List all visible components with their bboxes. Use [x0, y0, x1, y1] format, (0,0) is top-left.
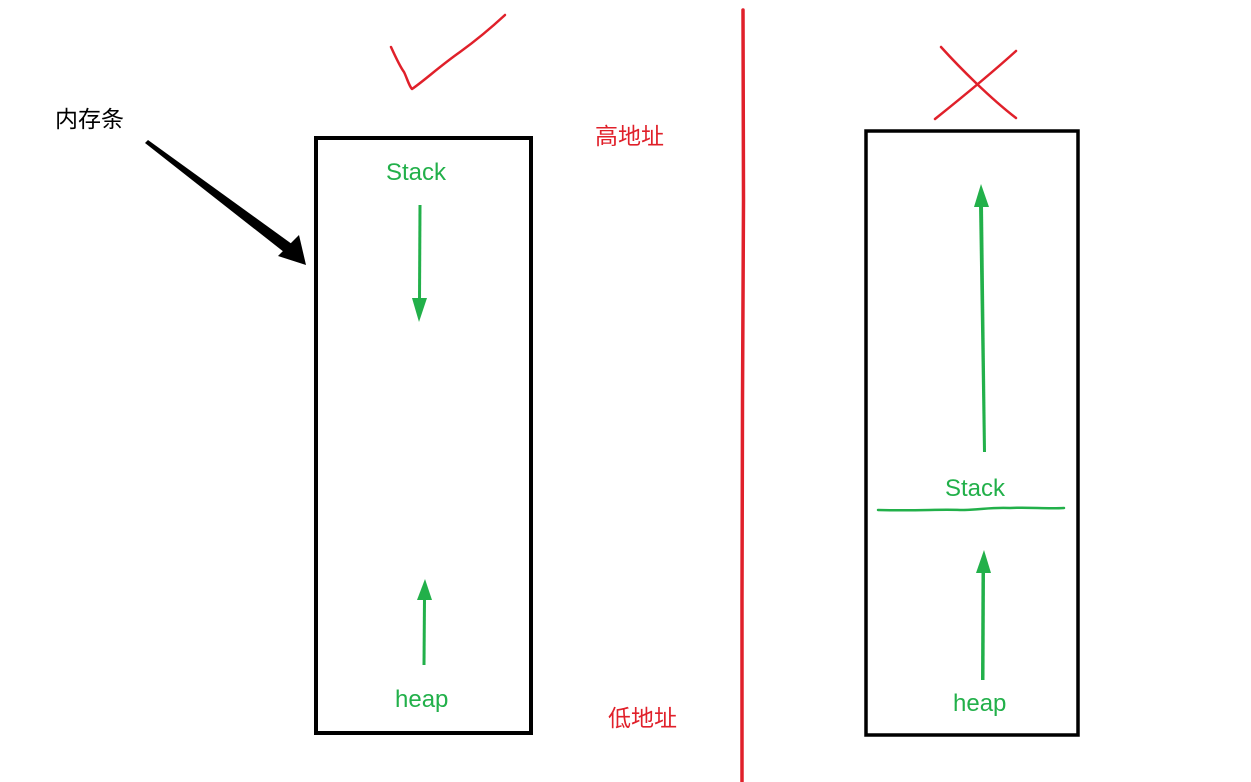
high-address-label: 高地址 — [595, 124, 664, 150]
wrong-stack-arrow-up-icon — [974, 184, 989, 452]
correct-stack-label: Stack — [386, 159, 447, 186]
correct-stack-arrow-down-icon — [412, 205, 427, 322]
check-mark-icon — [389, 13, 507, 91]
correct-heap-arrow-up-icon — [417, 579, 432, 665]
memory-pointer-arrow — [145, 140, 306, 265]
correct-memory-box — [314, 136, 533, 735]
wrong-heap-arrow-up-icon — [976, 550, 991, 680]
stack-heap-boundary-line — [876, 506, 1066, 512]
wrong-heap-label: heap — [953, 690, 1007, 717]
divider-line — [740, 8, 746, 782]
cross-mark-icon — [933, 45, 1018, 121]
low-address-label: 低地址 — [608, 706, 677, 732]
memory-stick-label: 内存条 — [55, 107, 124, 133]
wrong-memory-box — [864, 129, 1080, 737]
correct-heap-label: heap — [395, 686, 449, 713]
wrong-stack-label: Stack — [945, 475, 1006, 502]
